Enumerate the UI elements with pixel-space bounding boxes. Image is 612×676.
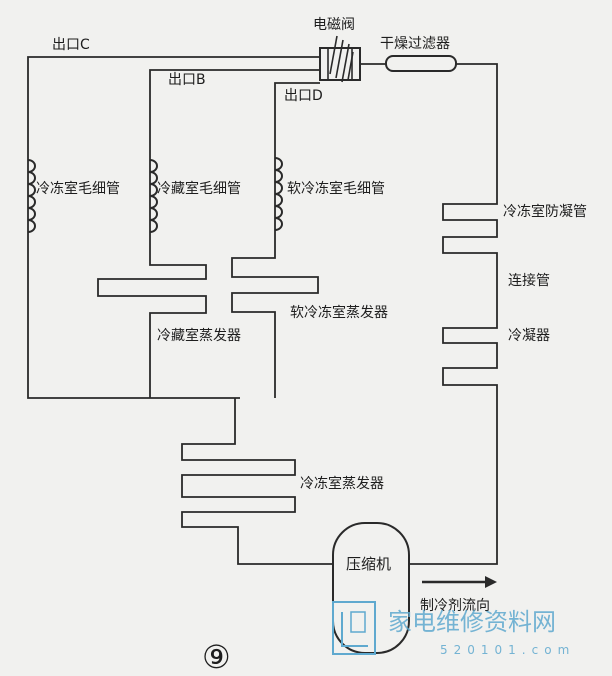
soft-freezer-evaporator-label: 软冷冻室蒸发器 — [290, 304, 388, 321]
freezer-anticondensation-label: 冷冻室防凝管 — [503, 203, 587, 220]
outlet-d-label: 出口D — [284, 88, 323, 104]
compressor-label: 压缩机 — [346, 555, 391, 573]
outlet-c-pipe — [27, 56, 320, 399]
watermark-text: 家电维修资料网 — [388, 608, 556, 636]
fridge-capillary-label: 冷藏室毛细管 — [157, 180, 241, 197]
outlet-d-pipe — [231, 82, 320, 398]
outlet-c-label: 出口C — [52, 37, 90, 53]
freezer-capillary-coil-icon — [27, 159, 36, 233]
condenser-pipe — [409, 63, 498, 565]
fridge-capillary-coil-icon — [149, 159, 158, 233]
freezer-capillary-label: 冷冻室毛细管 — [36, 180, 120, 197]
dryer-filter — [385, 55, 457, 72]
freezer-evaporator-pipe — [181, 398, 338, 565]
flow-direction-label: 制冷剂流向 — [420, 598, 490, 614]
watermark-logo — [332, 601, 376, 655]
outlet-b-label: 出口B — [168, 72, 206, 88]
solenoid-valve-label: 电磁阀 — [313, 17, 355, 33]
flow-arrow-head — [485, 576, 497, 588]
connecting-pipe-label: 连接管 — [508, 272, 550, 289]
dryer-filter-label: 干燥过滤器 — [380, 36, 450, 52]
fridge-evaporator-label: 冷藏室蒸发器 — [157, 327, 241, 344]
outlet-b-pipe — [97, 69, 320, 398]
freezer-evaporator-label: 冷冻室蒸发器 — [300, 475, 384, 492]
watermark-domain: 520101.com — [440, 643, 575, 657]
soft-freezer-capillary-label: 软冷冻室毛细管 — [287, 180, 385, 197]
soft-freezer-capillary-coil-icon — [274, 157, 283, 231]
figure-number: ⑨ — [202, 638, 231, 676]
valve-coil-icon — [329, 35, 354, 83]
condenser-label: 冷凝器 — [508, 328, 550, 344]
